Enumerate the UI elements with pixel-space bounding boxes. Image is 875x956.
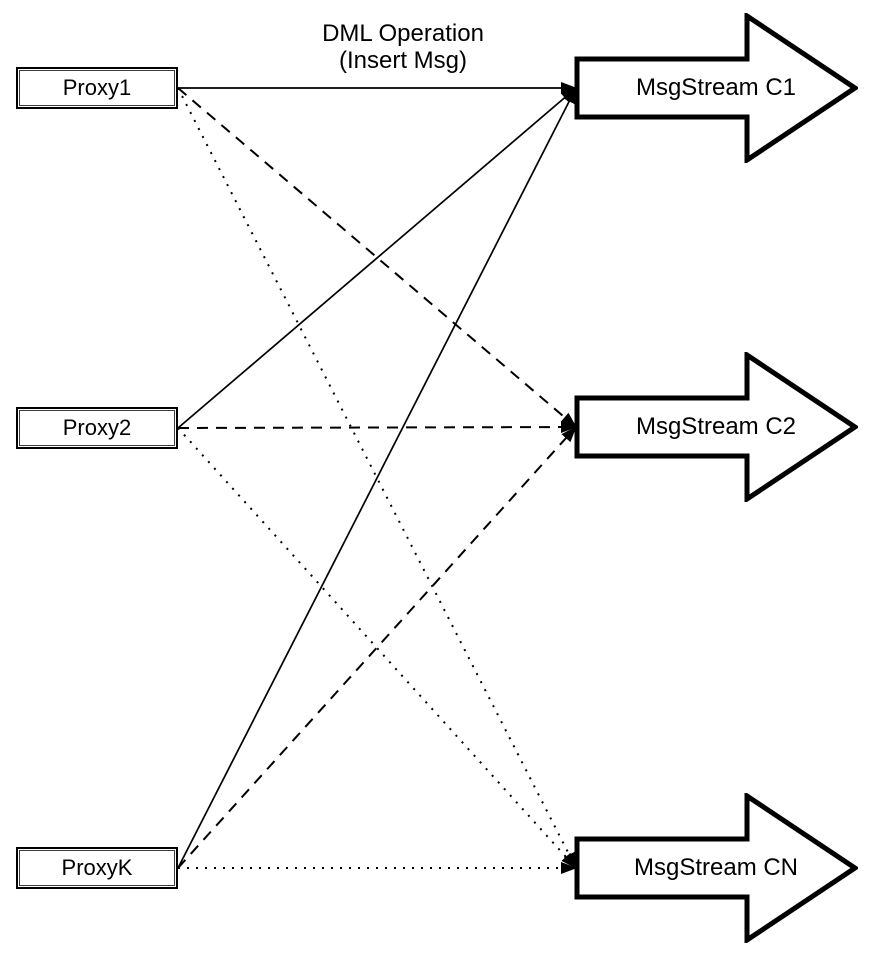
title-line-2: (Insert Msg) <box>338 47 467 74</box>
block-arrow-icon <box>574 13 858 163</box>
edge-proxyk-c2 <box>177 426 577 869</box>
node-msgstream-c2: MsgStream C2 <box>574 352 858 502</box>
proxyk-label: ProxyK <box>19 850 175 886</box>
block-arrow-icon <box>574 793 858 943</box>
msgstream-cn-label: MsgStream CN <box>633 854 799 881</box>
node-msgstream-cn: MsgStream CN <box>574 793 858 943</box>
proxy2-label: Proxy2 <box>19 410 175 446</box>
edge-proxy1-cn <box>177 87 577 869</box>
edge-proxyk-c1 <box>177 87 577 869</box>
block-arrow-icon <box>574 352 858 502</box>
node-proxy1: Proxy1 <box>16 67 178 109</box>
edge-proxy2-c1 <box>177 87 577 429</box>
node-proxy2: Proxy2 <box>16 407 178 449</box>
diagram-title: DML Operation (Insert Msg) <box>278 20 528 74</box>
msgstream-c2-label: MsgStream C2 <box>635 413 797 440</box>
msgstream-c1-label: MsgStream C1 <box>635 74 797 101</box>
title-line-1: DML Operation <box>322 20 484 47</box>
node-proxyk: ProxyK <box>16 847 178 889</box>
proxy1-label: Proxy1 <box>19 70 175 106</box>
edge-proxy2-c2 <box>177 421 577 434</box>
node-msgstream-c1: MsgStream C1 <box>574 13 858 163</box>
